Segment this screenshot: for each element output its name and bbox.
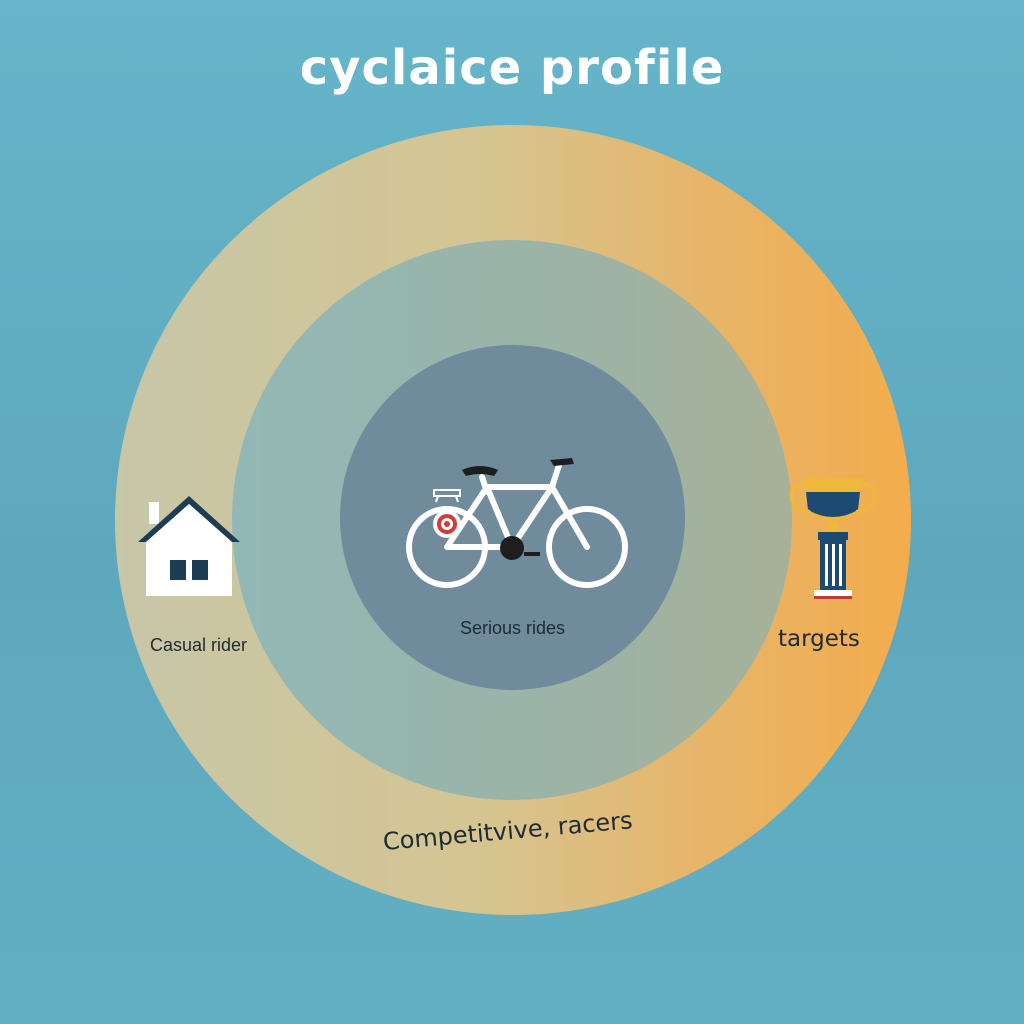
bicycle-icon [406,458,628,588]
targets-label: targets [778,626,860,652]
diagram-title: cyclaice profile [299,40,725,96]
house-icon [138,496,240,596]
trophy-icon [789,478,877,599]
inner-circle [340,345,685,690]
casual-rider-label: Casual rider [150,635,248,655]
serious-rides-label: Serious rides [459,618,566,638]
